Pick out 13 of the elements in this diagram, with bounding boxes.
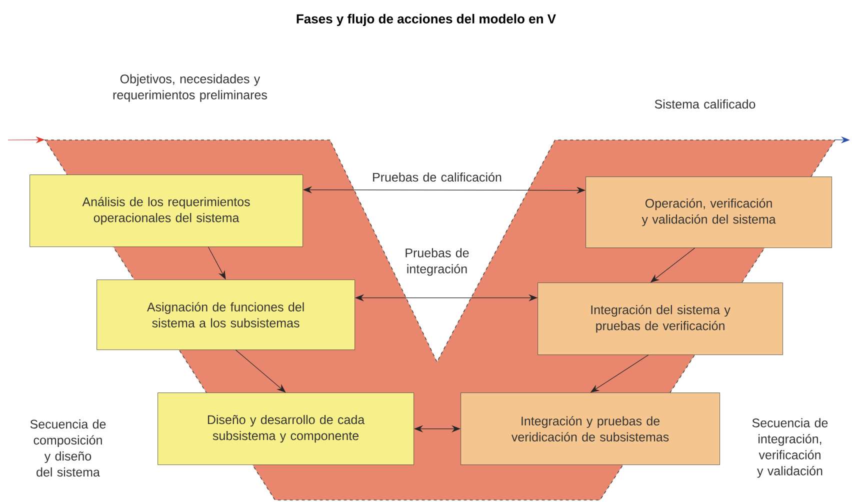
process-box: Asignación de funciones del sistema a los subsistemas [96,280,355,350]
process-box: Análisis de los requerimientos operacionales del sistema [30,174,303,247]
process-box: Operación, verificación y validación del sistema [586,176,832,248]
side-label: Secuencia de integración, verificación y validación [752,418,828,478]
edge-label: Pruebas de integración [406,248,469,276]
side-label: Objetivos, necesidades y requerimientos preliminares [113,74,267,102]
title: Fases y flujo de acciones del modelo en V [296,14,556,26]
process-box: Integración y pruebas de veridicación de subsistemas [460,392,720,465]
side-label: Secuencia de composición y diseño del sistema [30,419,106,477]
process-box: Diseño y desarrollo de cada subsistema y componente [158,392,414,465]
side-label: Sistema calificado [654,99,756,109]
edge-label: Pruebas de calificación [373,172,502,182]
process-box: Integración del sistema y pruebas de verificación [538,282,783,355]
